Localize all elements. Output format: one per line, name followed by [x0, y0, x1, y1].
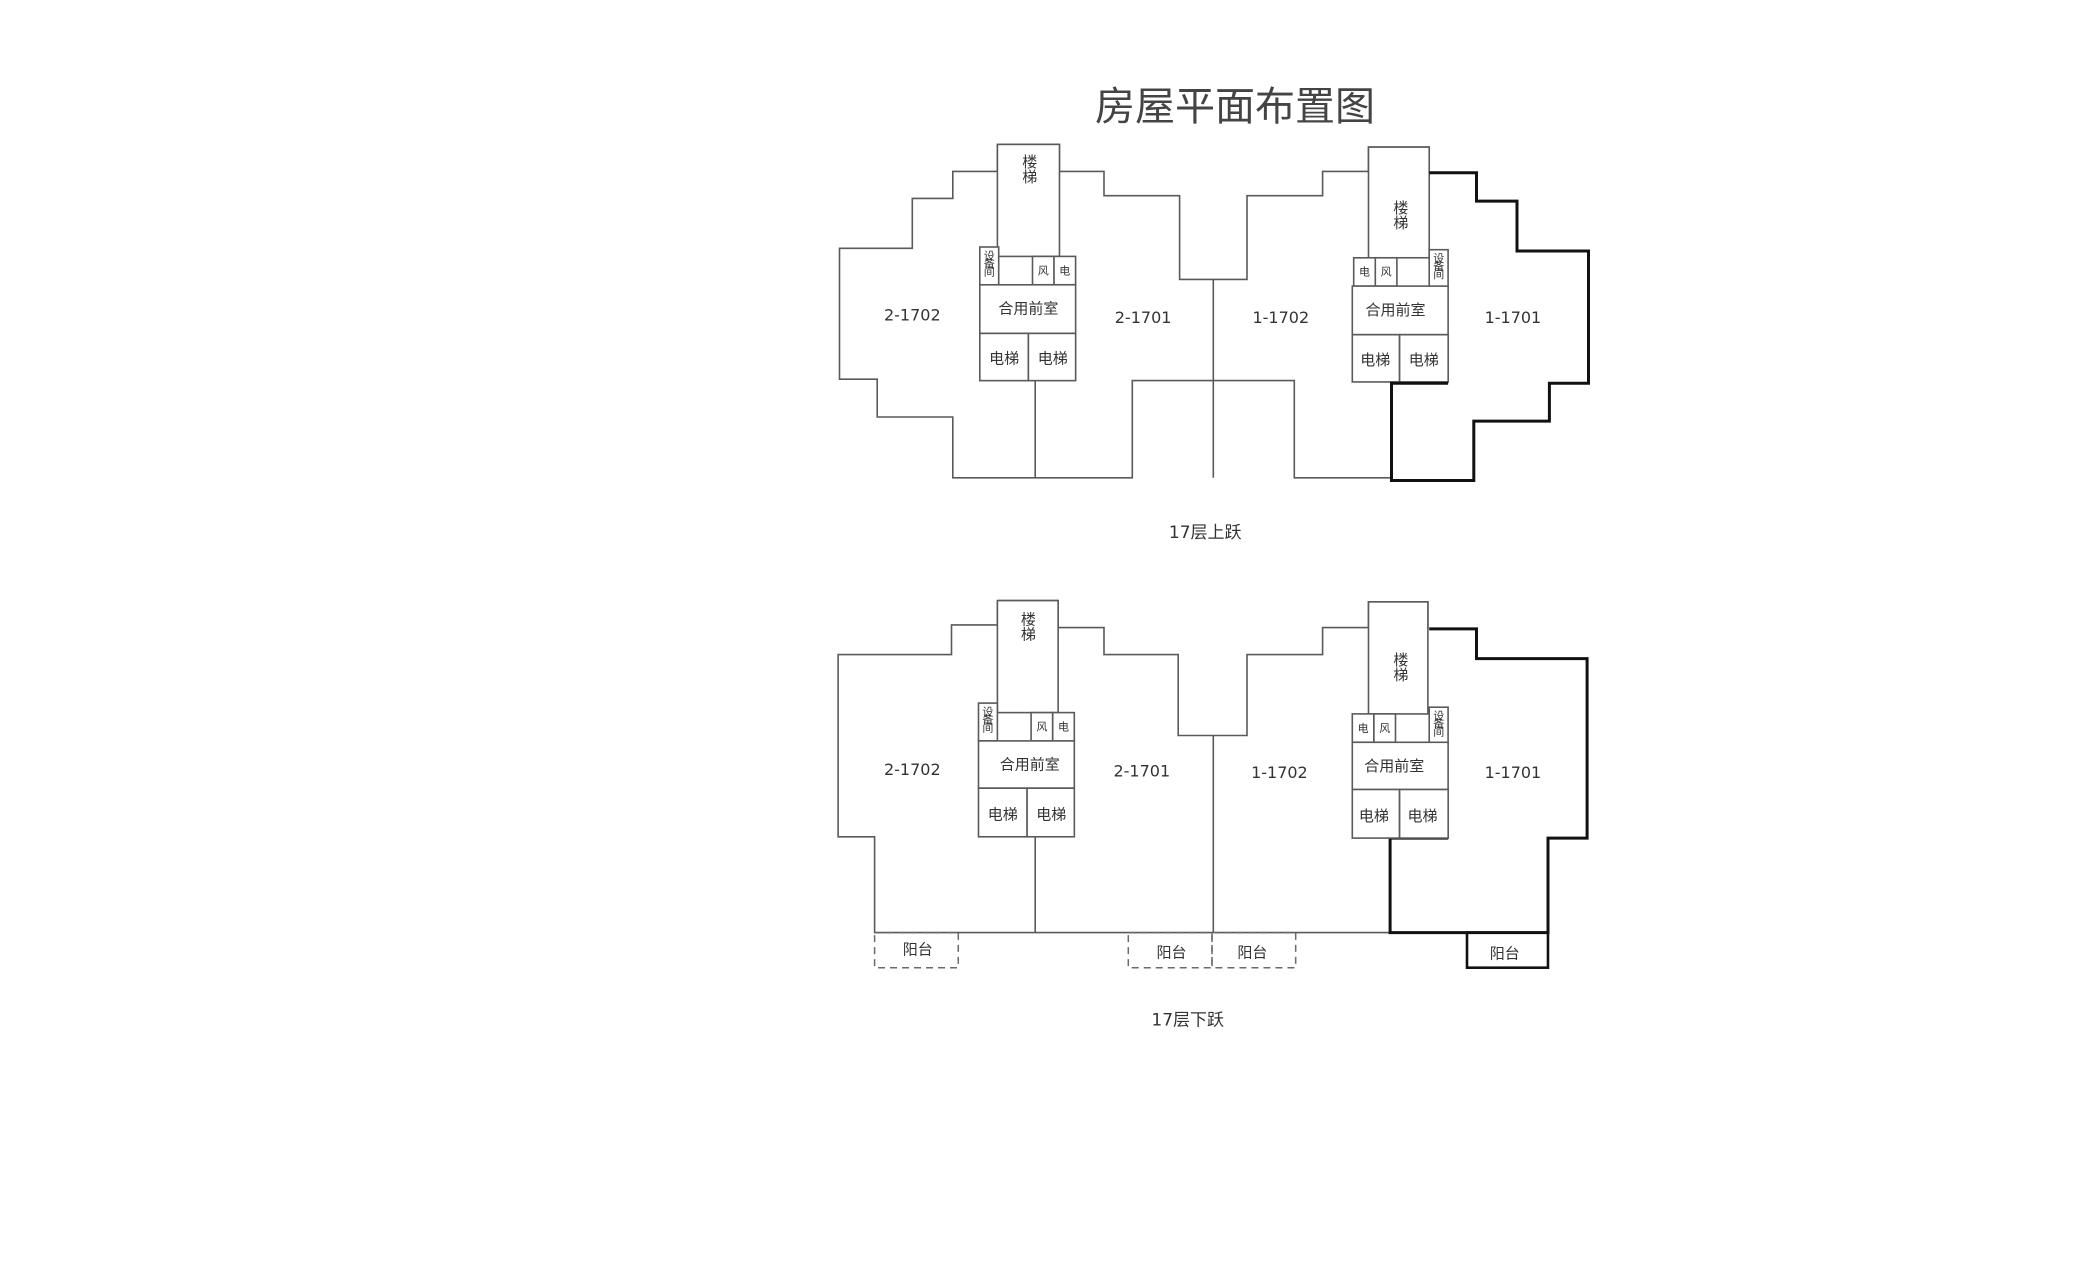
elevator-right-1 [1351, 788, 1401, 839]
electric-label-right: 电 [1359, 266, 1370, 279]
balcony-1-1701 [1465, 931, 1550, 969]
unit-label-2-1702: 2-1702 [884, 760, 941, 779]
balcony-label-2-1701: 阳台 [1156, 943, 1186, 961]
stair-label-left: 楼梯 [1021, 610, 1036, 643]
lobby-label-left: 合用前室 [998, 300, 1058, 318]
unit-label-2-1701: 2-1701 [1113, 762, 1170, 781]
lobby-label-right: 合用前室 [1364, 757, 1424, 775]
elevator-left-2 [1026, 787, 1076, 838]
balcony-1-1702 [1211, 931, 1297, 969]
wind-label-right: 风 [1379, 722, 1390, 735]
elevator-label-right-1: 电梯 [1359, 807, 1389, 825]
elevator-right-1 [1351, 333, 1401, 383]
lobby-left [977, 740, 1076, 789]
lobby-label-right: 合用前室 [1365, 301, 1425, 319]
elevator-label-left-2: 电梯 [1038, 350, 1068, 368]
elevator-right-2 [1398, 788, 1449, 839]
elevator-label-left-2: 电梯 [1036, 806, 1066, 824]
stair-label-right: 楼梯 [1393, 198, 1408, 231]
electric-label-right: 电 [1358, 722, 1369, 735]
electric-label-left: 电 [1059, 264, 1070, 277]
outline-left-west [838, 144, 1391, 479]
elevator-right-2 [1398, 333, 1449, 383]
electric-label-left: 电 [1058, 720, 1069, 733]
unit-label-2-1702: 2-1702 [884, 305, 941, 324]
equipment-label-right: 设备间 [1433, 710, 1444, 739]
balcony-label-1-1702: 阳台 [1237, 943, 1267, 961]
equipment-label-right: 设备间 [1433, 252, 1444, 281]
caption-lower-floor: 17层下跃 [1151, 1010, 1224, 1030]
unit-label-1-1702: 1-1702 [1252, 308, 1309, 327]
equipment-label-left: 设备间 [984, 249, 995, 278]
elevator-label-right-2: 电梯 [1409, 351, 1439, 369]
lobby-right [1351, 741, 1449, 791]
stair-left [996, 143, 1061, 258]
stair-right [1367, 146, 1431, 259]
stair-right [1367, 601, 1429, 715]
outline-left-west [837, 600, 1391, 934]
unit-label-1-1701: 1-1701 [1485, 763, 1542, 782]
lobby-right [1351, 285, 1449, 336]
balcony-label-1-1701: 阳台 [1490, 945, 1520, 963]
elevator-left-1 [977, 787, 1028, 838]
stair-label-right: 楼梯 [1393, 651, 1408, 684]
elevator-label-right-1: 电梯 [1360, 351, 1390, 369]
stair-left [996, 599, 1059, 714]
unit-label-1-1701: 1-1701 [1485, 308, 1542, 327]
equipment-label-left: 设备间 [982, 706, 993, 735]
elevator-label-left-1: 电梯 [989, 350, 1019, 368]
page-title: 房屋平面布置图 [1095, 84, 1375, 130]
balcony-label-2-1702: 阳台 [903, 941, 933, 959]
stair-label-left: 楼梯 [1022, 153, 1037, 186]
elevator-label-left-1: 电梯 [988, 806, 1018, 824]
wind-label-left: 风 [1038, 264, 1049, 277]
wind-label-left: 风 [1036, 720, 1047, 733]
wind-label-right: 风 [1381, 266, 1392, 279]
balcony-2-1702 [873, 931, 960, 969]
unit-label-1-1702: 1-1702 [1251, 763, 1308, 782]
caption-upper-floor: 17层上跃 [1169, 523, 1242, 543]
elevator-left-1 [978, 332, 1030, 382]
lobby-label-left: 合用前室 [1000, 756, 1060, 774]
elevator-label-right-2: 电梯 [1407, 807, 1437, 825]
unit-label-2-1701: 2-1701 [1115, 308, 1172, 327]
unit-1-1701-outline [1388, 627, 1589, 935]
unit-1-1701-outline [1390, 171, 1590, 482]
elevator-left-2 [1027, 332, 1077, 382]
